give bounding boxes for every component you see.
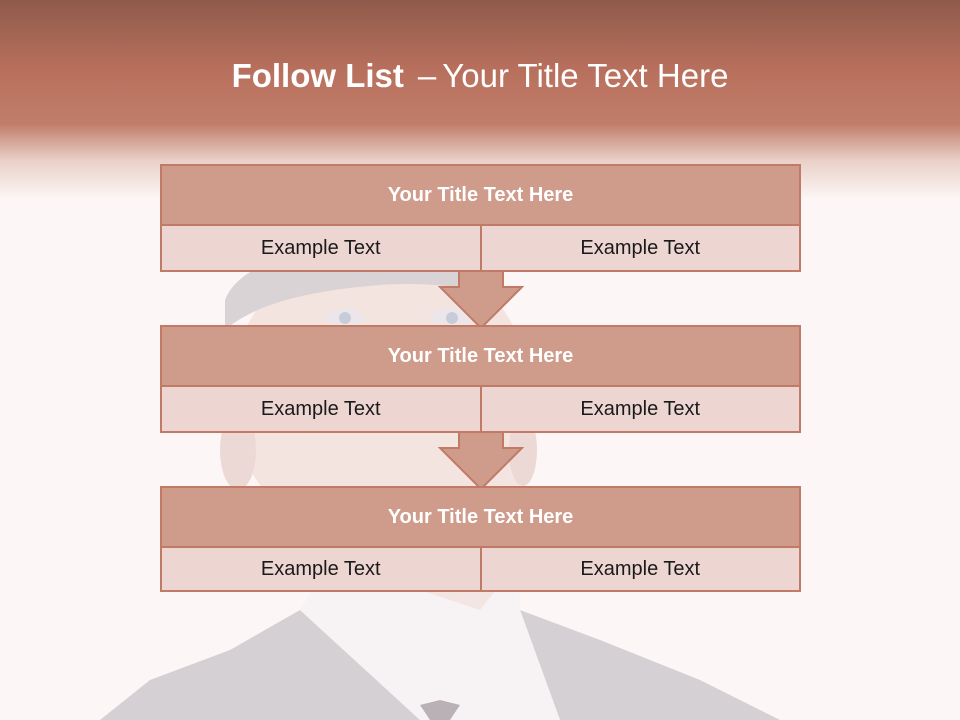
step-box-3: Your Title Text Here Example Text Exampl…: [160, 486, 801, 592]
title-separator: –: [417, 57, 437, 94]
step-title: Your Title Text Here: [162, 166, 799, 226]
down-arrow-icon: [438, 270, 524, 330]
step-box-1: Your Title Text Here Example Text Exampl…: [160, 164, 801, 272]
step-body: Example Text Example Text: [162, 548, 799, 590]
step-box-2: Your Title Text Here Example Text Exampl…: [160, 325, 801, 433]
title-rest: Your Title Text Here: [442, 57, 729, 94]
step-cell-left: Example Text: [260, 236, 381, 259]
step-title: Your Title Text Here: [162, 488, 799, 548]
step-cell-left: Example Text: [260, 397, 381, 420]
step-cell-right: Example Text: [479, 387, 800, 431]
slide-title: Follow List–Your Title Text Here: [0, 52, 960, 100]
title-bold: Follow List: [231, 57, 404, 94]
step-body: Example Text Example Text: [162, 387, 799, 431]
step-cell-left: Example Text: [260, 557, 381, 580]
step-cell-right: Example Text: [479, 226, 800, 270]
step-body: Example Text Example Text: [162, 226, 799, 270]
step-cell-right: Example Text: [479, 548, 800, 590]
down-arrow-icon: [438, 431, 524, 491]
step-title: Your Title Text Here: [162, 327, 799, 387]
